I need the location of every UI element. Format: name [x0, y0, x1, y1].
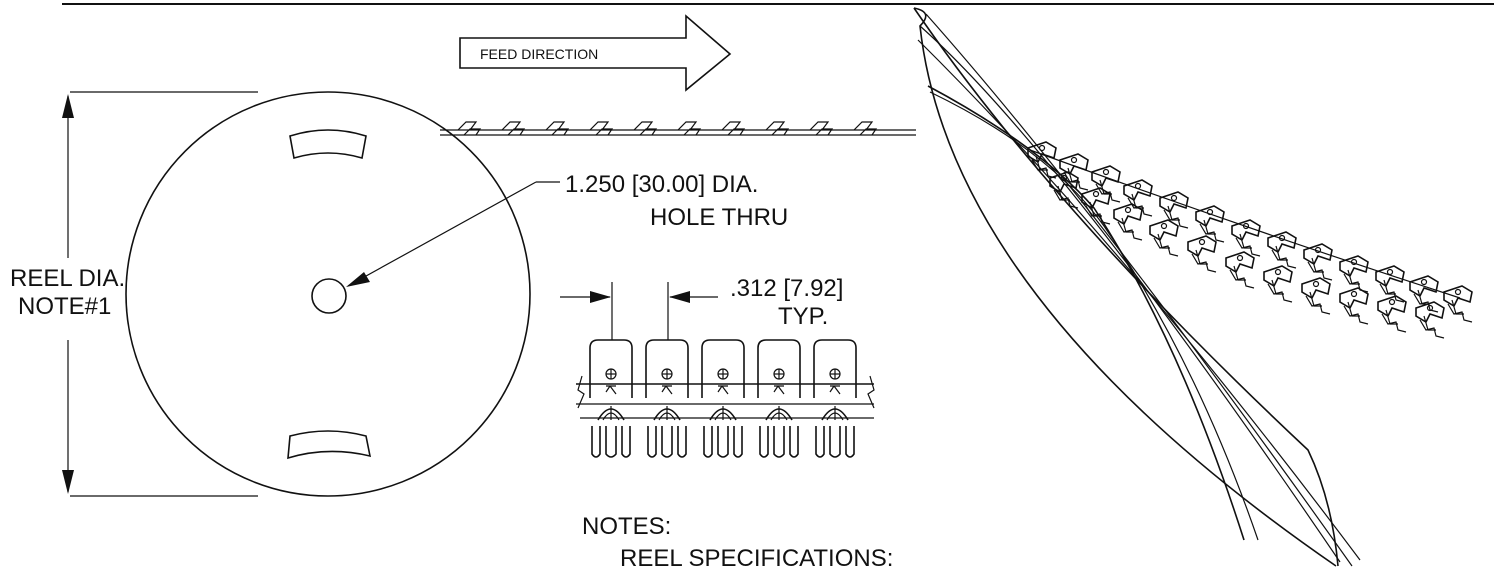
reel-dia-label: REEL DIA. — [10, 265, 125, 292]
reel-note-label: NOTE#1 — [18, 293, 111, 320]
reel-specs-heading: REEL SPECIFICATIONS: — [620, 545, 893, 572]
hole-leader: 1.250 [30.00] DIA. HOLE THRU — [346, 171, 788, 287]
hole-dim-label: 1.250 [30.00] DIA. — [565, 171, 758, 198]
terminal-strip-edge — [440, 121, 916, 136]
pitch-dimension: .312 [7.92] TYP. — [560, 275, 843, 340]
feed-direction-arrow: FEED DIRECTION — [459, 14, 732, 92]
isometric-terminal-strip — [1027, 141, 1473, 339]
center-hole — [311, 278, 347, 314]
notes-heading: NOTES: — [582, 513, 671, 540]
reel-flange-outer — [913, 7, 1339, 567]
feed-direction-label: FEED DIRECTION — [480, 46, 598, 62]
pitch-dim-label: .312 [7.92] — [730, 275, 843, 302]
top-slot — [289, 129, 367, 160]
pitch-typ-label: TYP. — [778, 303, 828, 330]
reel-outline — [125, 91, 531, 497]
bottom-slot — [287, 430, 372, 460]
reel-front-view — [125, 91, 531, 497]
reel-dia-dimension: REEL DIA. NOTE#1 — [10, 91, 258, 497]
hole-thru-label: HOLE THRU — [650, 204, 788, 231]
terminal-strip-detail — [576, 339, 875, 458]
reel-isometric-view — [913, 7, 1361, 567]
